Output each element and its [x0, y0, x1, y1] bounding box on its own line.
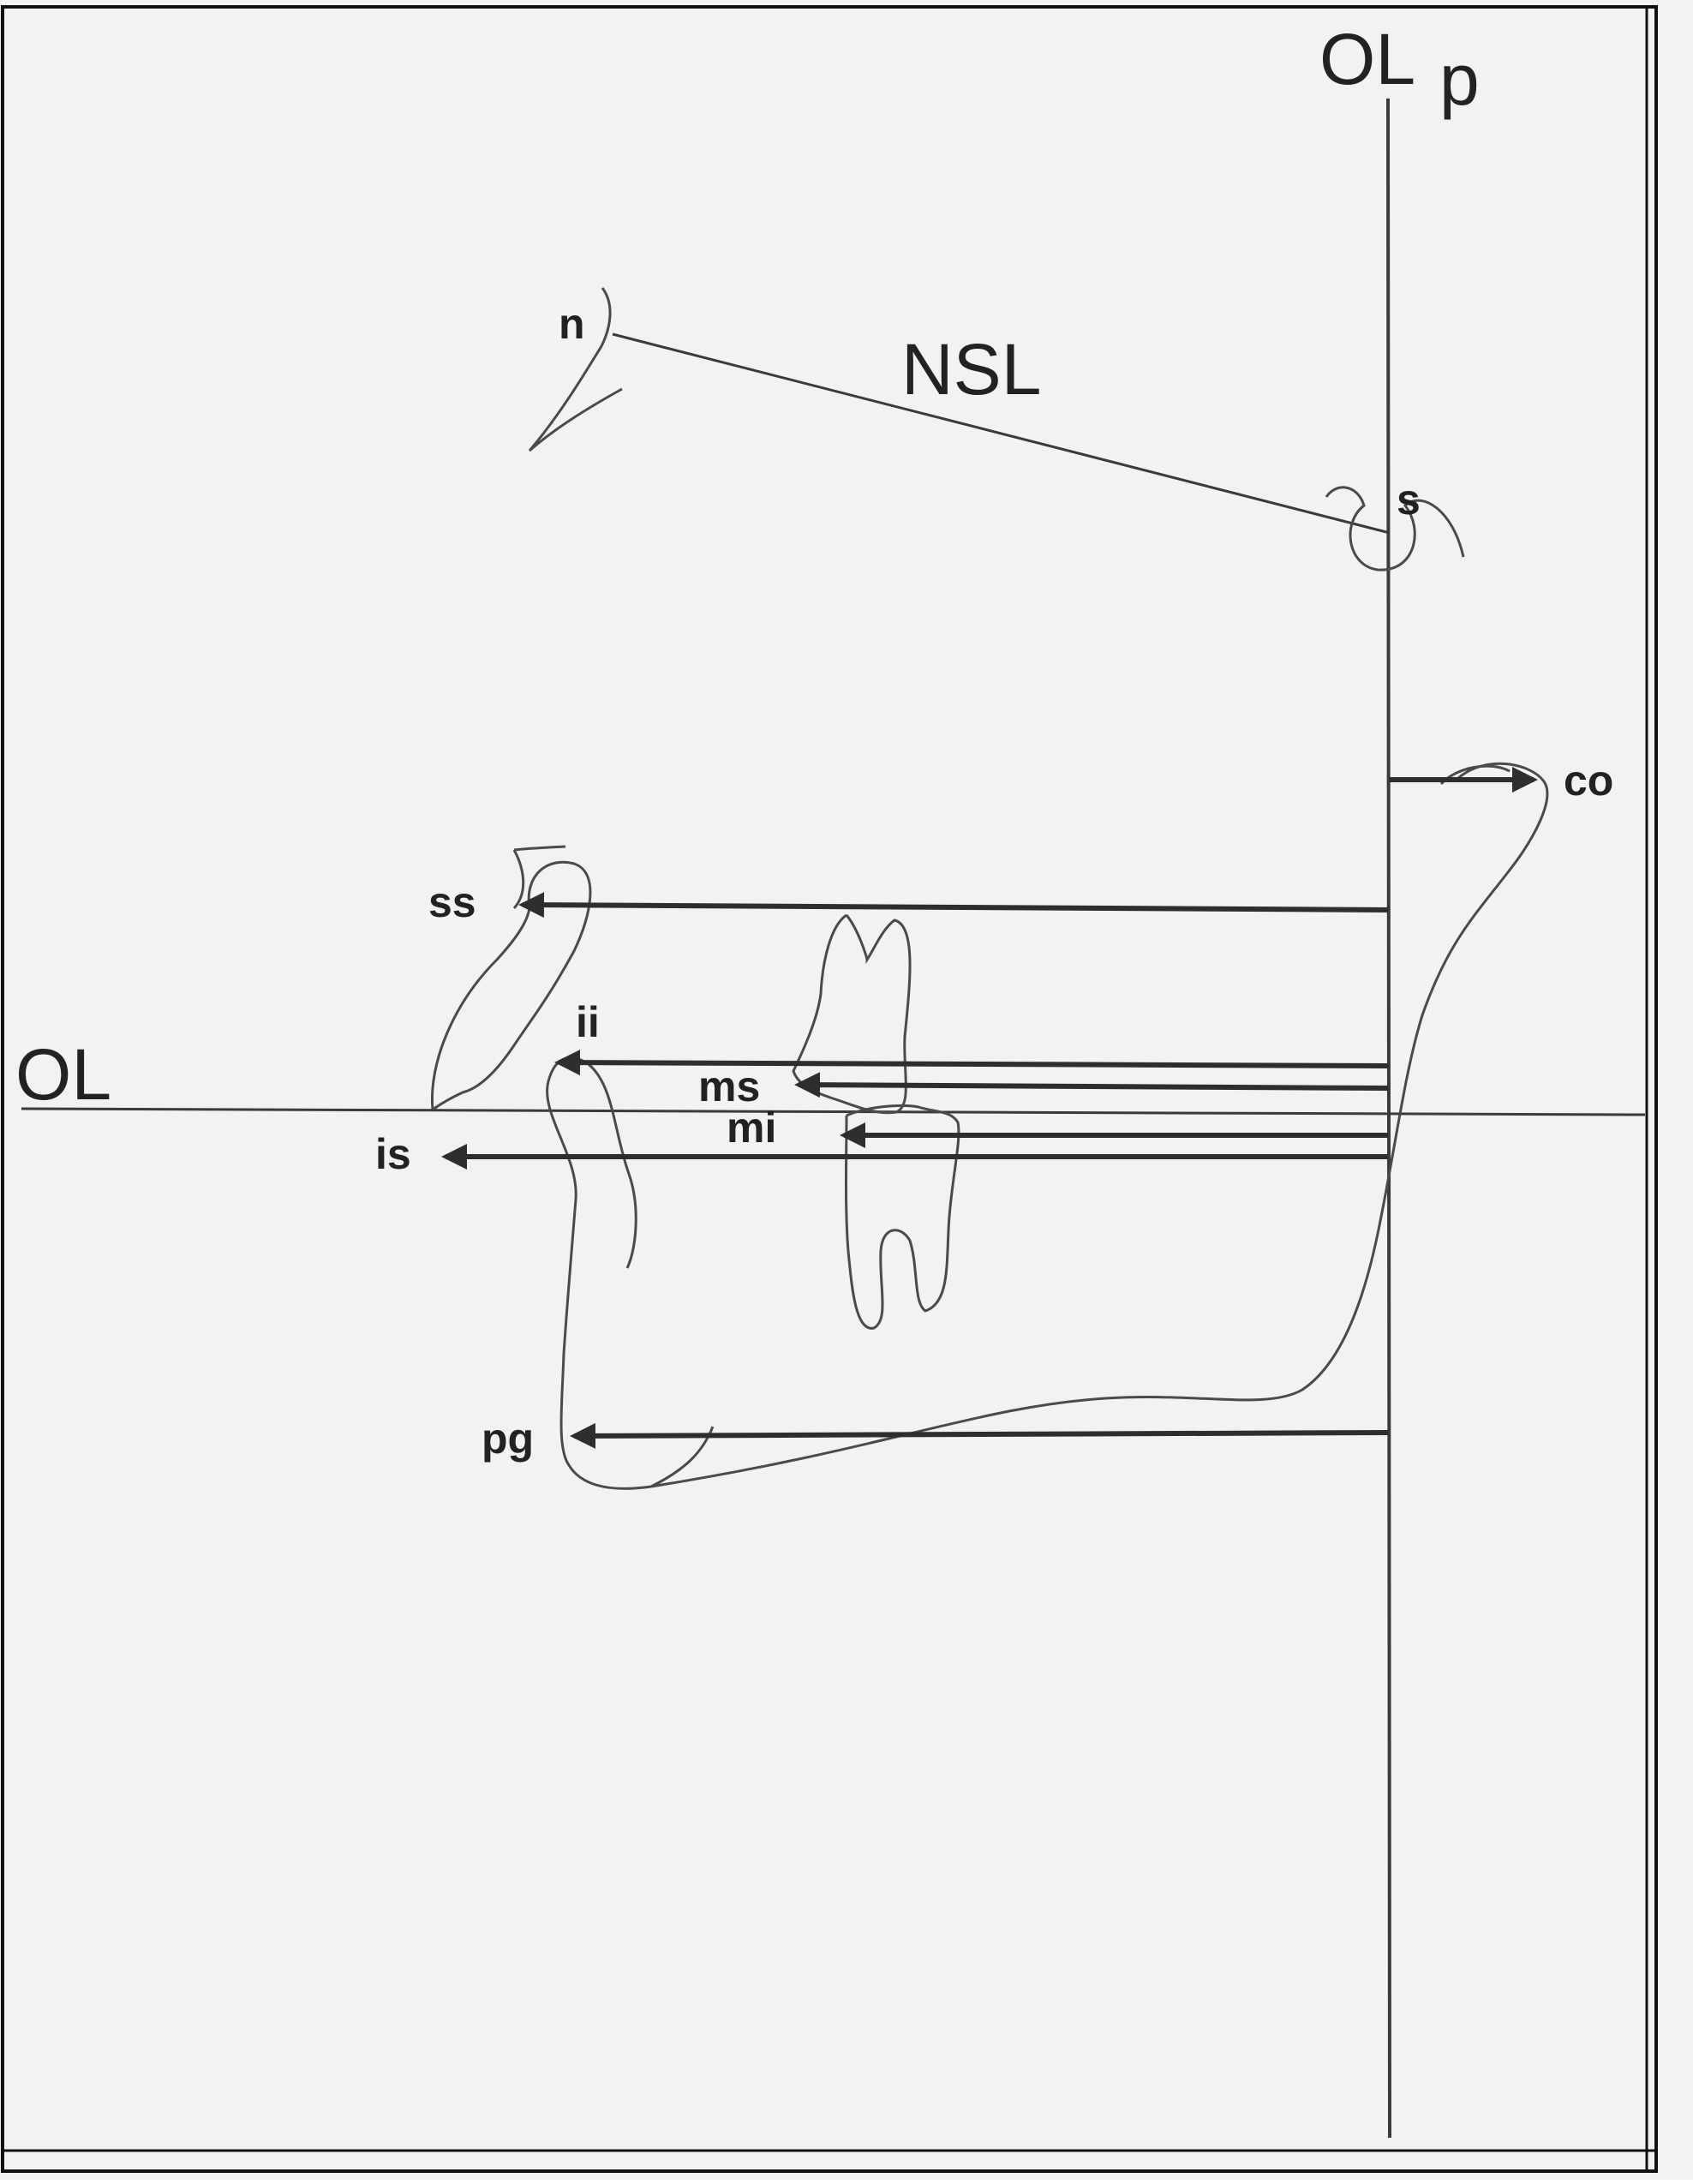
upper-molar-trace: [792, 913, 912, 1115]
arrow-ms: [794, 1072, 1389, 1098]
label-ss: ss: [428, 878, 476, 926]
label-mi: mi: [727, 1104, 776, 1152]
label-ms: ms: [698, 1062, 760, 1110]
upper-incisor-trace: [430, 860, 592, 1111]
label-ii: ii: [576, 998, 600, 1046]
label-nsl: NSL: [901, 329, 1041, 410]
outer-frame: [1, 5, 1658, 2173]
label-is: is: [375, 1130, 411, 1178]
label-n: n: [559, 300, 585, 348]
label-s: s: [1397, 476, 1421, 524]
sella-turcica-trace: [1325, 486, 1465, 571]
arrow-pg: [570, 1422, 1389, 1449]
lower-molar-trace: [845, 1104, 960, 1330]
upper-incisor-crest-trace: [512, 845, 566, 910]
ol-horizontal-line: [21, 1107, 1646, 1116]
olp-vertical-line: [1386, 98, 1391, 2139]
nasion-profile-trace: [528, 287, 623, 452]
label-ol: OL: [15, 1034, 111, 1115]
label-olp-subscript: p: [1439, 39, 1480, 120]
mandible-outline-trace: [546, 762, 1549, 1490]
label-pg: pg: [482, 1415, 534, 1463]
label-co: co: [1564, 757, 1613, 805]
arrow-ii: [554, 1050, 1389, 1076]
label-olp: OL: [1319, 19, 1415, 99]
arrow-ss: [518, 892, 1389, 918]
nsl-line: [612, 332, 1391, 535]
